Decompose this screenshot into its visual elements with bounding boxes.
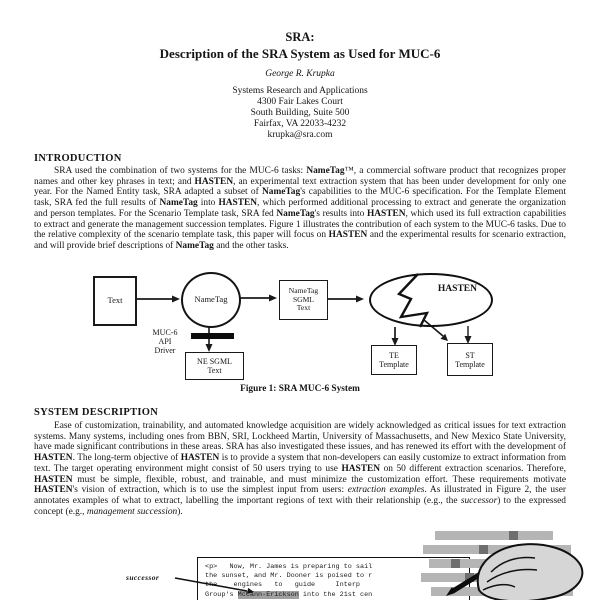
fig1-node-hasten: HASTEN: [369, 273, 493, 327]
figure2-text-line: Group's McCann-Erickson into the 21st ce…: [205, 590, 373, 599]
affiliation-block: Systems Research and Applications 4300 F…: [0, 86, 600, 141]
system-description-paragraph: Ease of customization, trainability, and…: [34, 421, 567, 517]
fig1-label-api-driver: MUC-6 API Driver: [152, 328, 178, 355]
figure1-caption: Figure 1: SRA MUC-6 System: [240, 384, 360, 394]
affiliation-building: South Building, Suite 500: [250, 108, 350, 118]
affiliation-street: 4300 Fair Lakes Court: [257, 97, 343, 107]
annotating-hand-graphic: [421, 531, 584, 600]
affiliation-email: krupka@sra.com: [267, 130, 333, 140]
paper-title-short: SRA:: [285, 30, 315, 44]
affiliation-org: Systems Research and Applications: [232, 86, 368, 96]
fig1-node-text: Text: [93, 276, 137, 326]
figure2-text-line: the sunset, and Mr. Dooner is poised to …: [205, 572, 373, 581]
fig1-node-ne-sgml-text: NE SGML Text: [185, 352, 244, 380]
affiliation-city: Fairfax, VA 22033-4232: [253, 119, 347, 129]
figure2-text-line: <p> Now, Mr. James is preparing to sail: [205, 563, 373, 571]
api-driver-bar: [191, 333, 234, 339]
fig1-node-st-template: ST Template: [447, 343, 493, 376]
title-block: SRA: Description of the SRA System as Us…: [0, 30, 600, 141]
system-description-heading: SYSTEM DESCRIPTION: [34, 407, 159, 418]
fig1-node-te-template: TE Template: [371, 345, 417, 375]
fig1-node-nametag: NameTag: [181, 272, 241, 328]
author-name: George R. Krupka: [265, 69, 335, 79]
fig1-node-nametag-sgml-text: NameTag SGML Text: [279, 280, 328, 320]
figure1-diagram: Text NameTag NameTag SGML Text HASTEN MU…: [0, 270, 600, 388]
introduction-heading: INTRODUCTION: [34, 153, 122, 164]
figure2-annotation-label: successor: [126, 573, 160, 582]
paper-title: Description of the SRA System as Used fo…: [159, 46, 441, 61]
introduction-paragraph: SRA used the combination of two systems …: [34, 166, 566, 251]
